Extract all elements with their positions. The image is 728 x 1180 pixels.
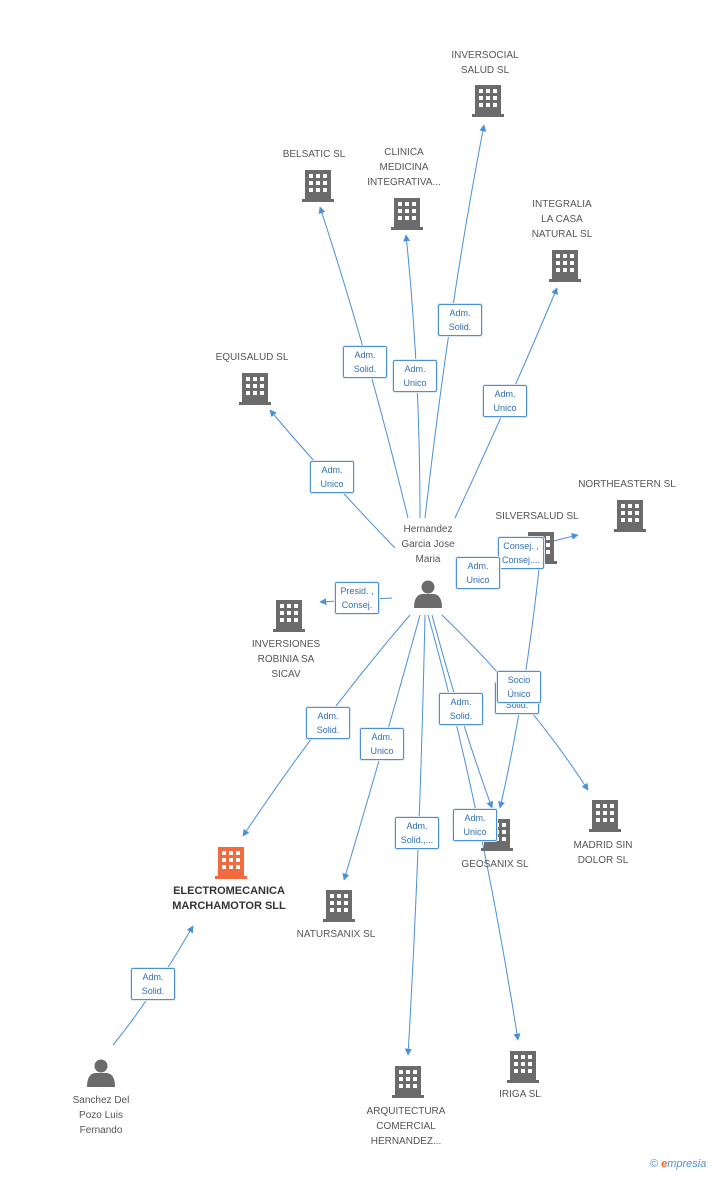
- edge-label-natursanix[interactable]: Adm. Unico: [360, 728, 404, 760]
- building-icon-belsatic[interactable]: [302, 170, 334, 202]
- building-icon-clinica[interactable]: [391, 198, 423, 230]
- building-icon-northeastern[interactable]: [614, 500, 646, 532]
- edge-label-geosanix[interactable]: Socio Único: [497, 671, 541, 703]
- footer-brand[interactable]: ©empresia: [650, 1158, 706, 1170]
- building-icon-natursanix[interactable]: [323, 890, 355, 922]
- edge-label-arquitectura[interactable]: Adm. Solid.,...: [395, 817, 439, 849]
- node-label-madrid[interactable]: MADRID SIN DOLOR SL: [573, 840, 633, 866]
- node-label-geosanix[interactable]: GEOSANIX SL: [461, 859, 529, 870]
- edge-label-geosanix[interactable]: Adm. Solid.: [439, 693, 483, 725]
- copyright-symbol: ©: [650, 1158, 659, 1170]
- brand-logo-e: e: [661, 1158, 668, 1170]
- node-label-clinica[interactable]: CLINICA MEDICINA INTEGRATIVA...: [367, 147, 441, 188]
- node-label-person2[interactable]: Sanchez Del Pozo Luis Fernando: [72, 1095, 130, 1136]
- brand-logo-text: mpresia: [667, 1158, 707, 1170]
- person-icon-person2[interactable]: [87, 1059, 115, 1088]
- edge-label-integralia[interactable]: Adm. Unico: [483, 385, 527, 417]
- node-label-silversalud[interactable]: SILVERSALUD SL: [495, 511, 579, 522]
- building-icon-equisalud[interactable]: [239, 373, 271, 405]
- building-icon-inversiones[interactable]: [273, 600, 305, 632]
- building-icon-madrid[interactable]: [589, 800, 621, 832]
- node-label-iriga[interactable]: IRIGA SL: [499, 1089, 541, 1100]
- edge-label-main[interactable]: Adm. Solid.: [306, 707, 350, 739]
- node-label-inversocial[interactable]: INVERSOCIAL SALUD SL: [451, 50, 519, 76]
- edge-label-main[interactable]: Adm. Solid.: [131, 968, 175, 1000]
- node-label-natursanix[interactable]: NATURSANIX SL: [296, 929, 376, 940]
- building-icon-inversocial[interactable]: [472, 85, 504, 117]
- edge-label-northeastern[interactable]: Consej. , Consej....: [498, 537, 545, 569]
- node-label-person1[interactable]: Hernandez Garcia Jose Maria: [401, 524, 455, 565]
- node-label-integralia[interactable]: INTEGRALIA LA CASA NATURAL SL: [531, 199, 593, 240]
- node-label-belsatic[interactable]: BELSATIC SL: [282, 149, 346, 160]
- building-icon-iriga[interactable]: [507, 1051, 539, 1083]
- node-label-equisalud[interactable]: EQUISALUD SL: [215, 352, 289, 363]
- edge-label-belsatic[interactable]: Adm. Solid.: [343, 346, 387, 378]
- person-icon-person1[interactable]: [414, 580, 442, 609]
- edge-label-equisalud[interactable]: Adm. Unico: [310, 461, 354, 493]
- building-icon-arquitectura[interactable]: [392, 1066, 424, 1098]
- building-icon-main[interactable]: [215, 847, 247, 879]
- edge-label-clinica[interactable]: Adm. Unico: [393, 360, 437, 392]
- edge-label-silversalud[interactable]: Adm. Unico: [456, 557, 500, 589]
- node-label-arquitectura[interactable]: ARQUITECTURA COMERCIAL HERNANDEZ...: [366, 1106, 446, 1147]
- edge-label-inversiones[interactable]: Presid. , Consej.: [335, 582, 379, 614]
- node-label-main[interactable]: ELECTROMECANICA MARCHAMOTOR SLL: [172, 885, 286, 912]
- node-label-inversiones[interactable]: INVERSIONES ROBINIA SA SICAV: [251, 639, 321, 680]
- edge-label-iriga[interactable]: Adm. Unico: [453, 809, 497, 841]
- node-label-northeastern[interactable]: NORTHEASTERN SL: [578, 479, 676, 490]
- edge-label-inversocial[interactable]: Adm. Solid.: [438, 304, 482, 336]
- building-icon-integralia[interactable]: [549, 250, 581, 282]
